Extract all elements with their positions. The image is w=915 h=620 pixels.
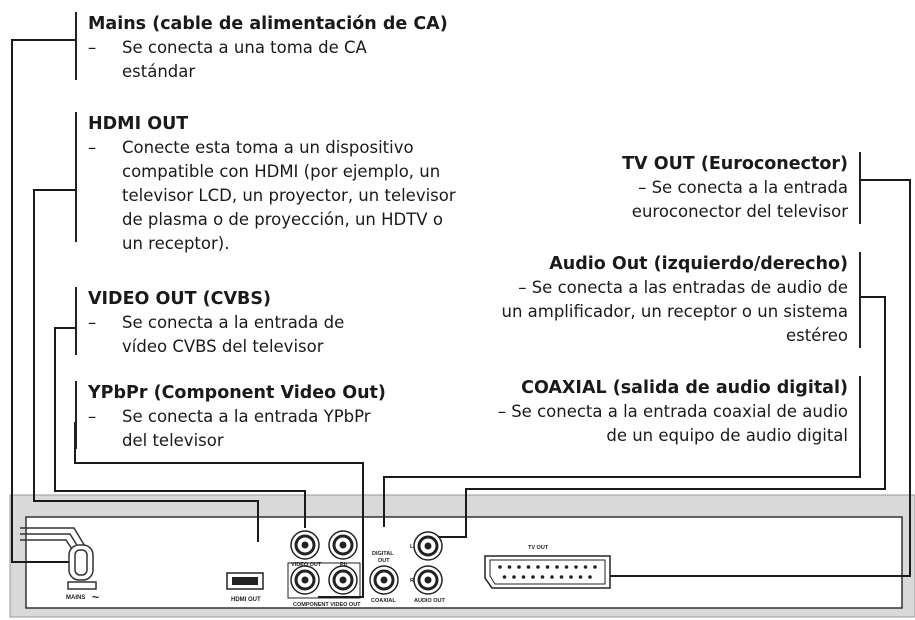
callout-coaxial-text: – Se conecta a la entrada coaxial de aud… (497, 402, 848, 445)
callout-video-out: VIDEO OUT (CVBS) – Se conecta a la entrad… (75, 287, 458, 356)
scart-connector (484, 555, 611, 589)
line-mains (11, 39, 75, 563)
callout-audio-out-text: – Se conecta a las entradas de audio de … (501, 278, 848, 345)
video-jacks (287, 530, 361, 599)
scart-pin (593, 565, 597, 569)
dash: – (88, 407, 97, 426)
scart-pin (517, 565, 521, 569)
digital-label: DIGITAL (372, 551, 394, 557)
scart-pin (545, 565, 550, 569)
scart-pin (521, 575, 526, 579)
line-tv-out (608, 179, 911, 577)
callout-ypbpr-title: YPbPr (Component Video Out) (88, 383, 386, 403)
scart-pin (550, 575, 554, 579)
mains-symbol: ~ (92, 590, 99, 604)
scart-pin (512, 575, 516, 579)
callout-tv-out-text: – Se conecta a la entrada euroconector d… (631, 178, 848, 221)
dash: – (88, 313, 97, 332)
scart-pin (502, 575, 507, 579)
callout-hdmi-text: Conecte esta toma a un dispositivo compa… (122, 138, 456, 253)
hdmi-port (226, 572, 264, 590)
scart-pin (583, 565, 588, 569)
scart-pin (531, 575, 535, 579)
component-video-out-label: COMPONENT VIDEO OUT (293, 602, 361, 608)
scart-pin (498, 565, 502, 569)
scart-pin (574, 565, 578, 569)
scart-pin (526, 565, 531, 569)
callout-ypbpr: YPbPr (Component Video Out) – Se conecta … (75, 381, 458, 450)
callout-audio-out: Audio Out (izquierdo/derecho) – Se conec… (496, 252, 861, 348)
line-audio-out (438, 296, 886, 538)
coaxial-jack (369, 565, 399, 595)
rear-panel-face (25, 516, 903, 609)
callout-coaxial-title: COAXIAL (salida de audio digital) (521, 378, 848, 398)
hdmi-out-label: HDMI OUT (231, 597, 261, 603)
pb-label: Pb (340, 562, 348, 568)
scart-pin (536, 565, 540, 569)
callout-mains: Mains (cable de alimentación de CA) – Se … (75, 12, 458, 81)
mains-label: MAINS (66, 595, 85, 601)
scart-pin (569, 575, 573, 579)
digital-out-label: OUT (378, 558, 390, 564)
dash: – (88, 38, 97, 57)
callout-coaxial: COAXIAL (salida de audio digital) – Se c… (496, 376, 861, 448)
callout-hdmi-title: HDMI OUT (88, 114, 189, 134)
mains-inlet (20, 527, 97, 590)
line-component (74, 422, 364, 598)
scart-pin (507, 565, 512, 569)
line-video-out (54, 327, 306, 528)
scart-pin (555, 565, 559, 569)
video-out-label: VIDEO OUT (291, 562, 322, 568)
callout-tv-out-title: TV OUT (Euroconector) (622, 154, 848, 174)
audio-out-label: AUDIO OUT (414, 598, 446, 604)
scart-pin (588, 575, 592, 579)
callout-mains-text: Se conecta a una toma de CA estándar (122, 38, 367, 81)
audio-l-label: L (410, 544, 414, 550)
callout-video-out-title: VIDEO OUT (CVBS) (88, 289, 271, 309)
callout-video-out-text: Se conecta a la entrada de vídeo CVBS de… (122, 313, 345, 356)
audio-r-label: R (410, 578, 414, 584)
callout-mains-title: Mains (cable de alimentación de CA) (88, 14, 448, 34)
callout-audio-out-title: Audio Out (izquierdo/derecho) (549, 254, 848, 274)
scart-pin (578, 575, 583, 579)
coaxial-label: COAXIAL (371, 598, 396, 604)
line-hdmi (33, 189, 259, 542)
audio-jacks (413, 531, 443, 595)
tv-out-label: TV OUT (528, 545, 549, 551)
scart-pin (559, 575, 564, 579)
callout-tv-out: TV OUT (Euroconector) – Se conecta a la … (496, 152, 861, 224)
callout-hdmi-out: HDMI OUT – Conecte esta toma a un disposi… (75, 112, 458, 253)
scart-pin (564, 565, 569, 569)
callout-ypbpr-text: Se conecta a la entrada YPbPr del televi… (122, 407, 371, 450)
dash: – (88, 138, 97, 157)
scart-pin (540, 575, 545, 579)
